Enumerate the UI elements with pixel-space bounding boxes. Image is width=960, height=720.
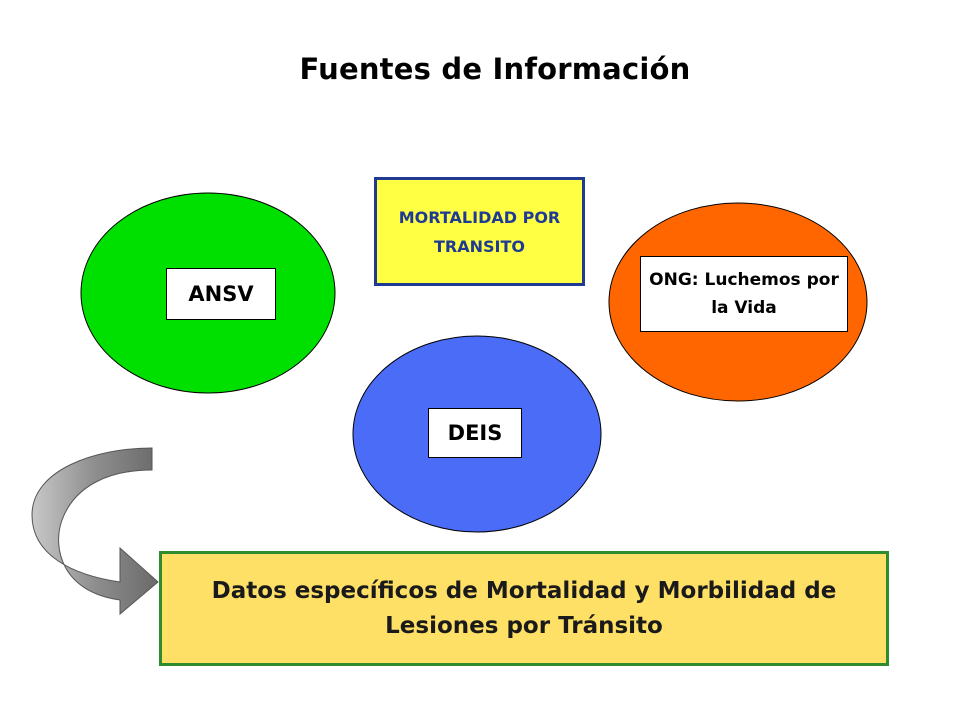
deis-label: DEIS — [428, 408, 522, 458]
page-title: Fuentes de Información — [299, 52, 691, 86]
mortalidad-box: MORTALIDAD POR TRANSITO — [374, 177, 585, 286]
ong-label: ONG: Luchemos por la Vida — [640, 256, 848, 332]
result-box: Datos específicos de Mortalidad y Morbil… — [159, 551, 889, 666]
curved-arrow-icon — [31, 447, 159, 616]
ansv-label: ANSV — [166, 268, 276, 320]
